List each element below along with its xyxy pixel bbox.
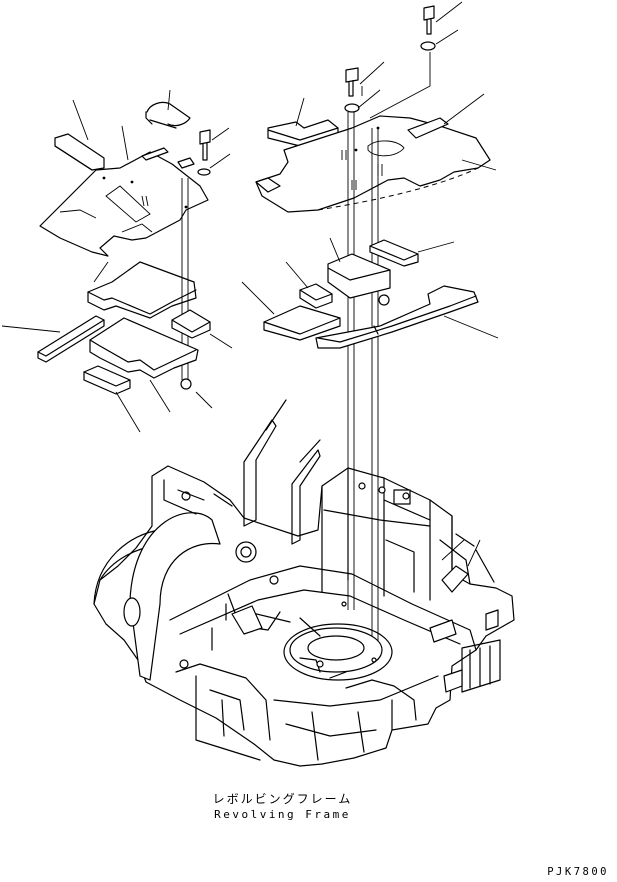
right-washer-top [420,41,436,51]
right-bolt-top [423,5,435,35]
right-wide-block [263,305,341,341]
left-wedge-block [54,133,105,171]
right-bolt-mid [345,67,359,97]
left-washer [197,168,211,176]
left-cover-group [1,89,233,433]
frame-outline [93,465,515,767]
right-long-arm [315,285,479,349]
left-bolt [199,129,211,161]
frame-caption-english: Revolving Frame [214,808,351,821]
left-square-block [171,309,211,339]
right-fan-tab [255,177,281,193]
right-bracket [407,117,449,139]
boom-pivot [129,512,221,681]
right-thin-bar [369,239,419,267]
revolving-frame [93,399,515,767]
right-washer-mid [344,103,360,113]
left-clip [145,101,191,129]
drawing-code: PJK7800 [547,866,609,878]
left-small-strip [141,147,169,161]
right-hinge-block [327,253,391,299]
right-fan-plate [255,115,491,213]
left-step-block [87,261,197,319]
left-bottom-block [83,365,131,395]
swing-circle [289,627,383,673]
right-cover-group [241,1,499,660]
right-step-block [299,283,333,309]
left-lower-plate [89,317,199,379]
left-upper-plate [39,151,209,257]
frame-caption-japanese: レボルビングフレーム [212,792,353,806]
